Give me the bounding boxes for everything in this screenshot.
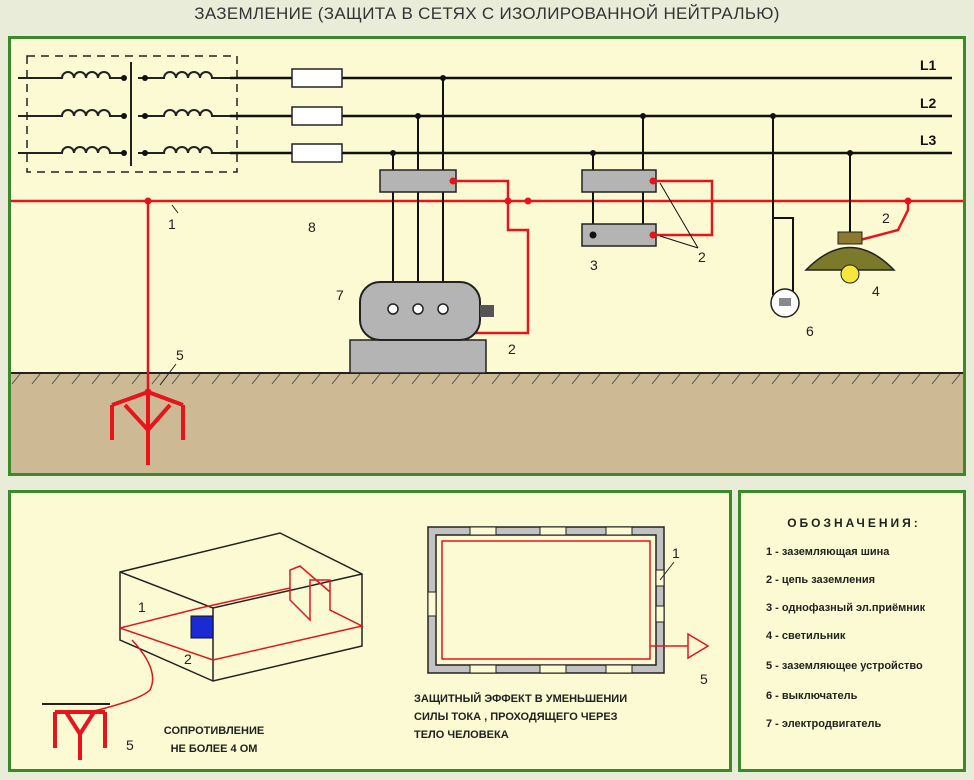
legend-item-3: 3 - однофазный эл.приёмник <box>766 602 926 614</box>
lamp-shade <box>804 246 896 271</box>
label-3: 3 <box>590 257 598 273</box>
building-electrode <box>53 710 107 760</box>
motor-base <box>349 339 487 374</box>
label-2-lamp: 2 <box>882 210 890 226</box>
phase-label-l3: L3 <box>920 132 937 148</box>
receiver-ground-wire <box>653 179 714 237</box>
receiver-top <box>581 169 657 193</box>
legend-panel <box>738 490 966 772</box>
label-6: 6 <box>806 323 814 339</box>
lamp-socket <box>837 231 863 245</box>
room-ground-loop <box>441 540 651 660</box>
room-wall-inner <box>435 534 657 666</box>
leader-2b <box>659 182 699 249</box>
label-7: 7 <box>336 287 344 303</box>
room-ground-out <box>650 632 710 660</box>
label-8: 8 <box>308 219 316 235</box>
fuses <box>291 68 343 163</box>
label-5-top: 5 <box>176 347 184 363</box>
label-2-receiver: 2 <box>698 249 706 265</box>
label-1-top: 1 <box>168 216 176 232</box>
motor-starter <box>379 169 457 193</box>
resistance-note: СОПРОТИВЛЕНИЕ НЕ БОЛЕЕ 4 ОМ <box>162 722 266 758</box>
effect-line-1: ЗАЩИТНЫЙ ЭФФЕКТ В УМЕНЬШЕНИИ <box>414 693 628 705</box>
legend-item-6: 6 - выключатель <box>766 690 858 702</box>
soil <box>11 373 963 473</box>
motor-terminals <box>387 303 449 315</box>
effect-line-3: ТЕЛО ЧЕЛОВЕКА <box>414 729 509 741</box>
transformer-box <box>26 55 238 173</box>
transformer-terminals <box>121 75 148 156</box>
phase-label-l2: L2 <box>920 95 937 111</box>
room-windows <box>427 526 665 674</box>
receiver-wiring <box>592 116 644 224</box>
transformer-coils <box>18 71 230 154</box>
building-ground-loop <box>119 565 365 661</box>
page-title: ЗАЗЕМЛЕНИЕ (ЗАЩИТА В СЕТЯХ С ИЗОЛИРОВАНН… <box>194 4 780 23</box>
phase-label-l1: L1 <box>920 57 937 73</box>
lamp-ground-wire <box>859 201 910 242</box>
legend-item-7: 7 - электродвигатель <box>766 718 882 730</box>
building-equipment <box>190 615 214 639</box>
bm-label-5: 5 <box>700 671 708 687</box>
soil-hatch <box>11 373 961 385</box>
legend-item-4: 4 - светильник <box>766 630 846 642</box>
lamp-bulb <box>840 264 860 284</box>
legend-item-1: 1 - заземляющая шина <box>766 546 890 558</box>
motor-shaft <box>480 305 494 317</box>
bl-label-5: 5 <box>126 737 134 753</box>
legend-title: ОБОЗНАЧЕНИЯ: <box>787 516 921 530</box>
label-2-motor: 2 <box>508 341 516 357</box>
resistance-line-1: СОПРОТИВЛЕНИЕ <box>163 725 265 737</box>
motor-ground-wire <box>453 179 530 335</box>
building-outline <box>119 532 363 682</box>
resistance-line-2: НЕ БОЛЕЕ 4 ОМ <box>170 743 258 755</box>
bl-label-2: 2 <box>184 651 192 667</box>
building-ground-cable <box>89 639 154 713</box>
bm-label-1: 1 <box>672 545 680 561</box>
label-4: 4 <box>872 283 880 299</box>
lamp-wiring <box>772 116 851 295</box>
bl-label-1: 1 <box>138 599 146 615</box>
effect-note: ЗАЩИТНЫЙ ЭФФЕКТ В УМЕНЬШЕНИИ СИЛЫ ТОКА ,… <box>414 690 627 744</box>
effect-line-2: СИЛЫ ТОКА , ПРОХОДЯЩЕГО ЧЕРЕЗ <box>414 711 618 723</box>
legend-item-2: 2 - цепь заземления <box>766 574 876 586</box>
legend-item-5: 5 - заземляющее устройство <box>766 660 923 672</box>
